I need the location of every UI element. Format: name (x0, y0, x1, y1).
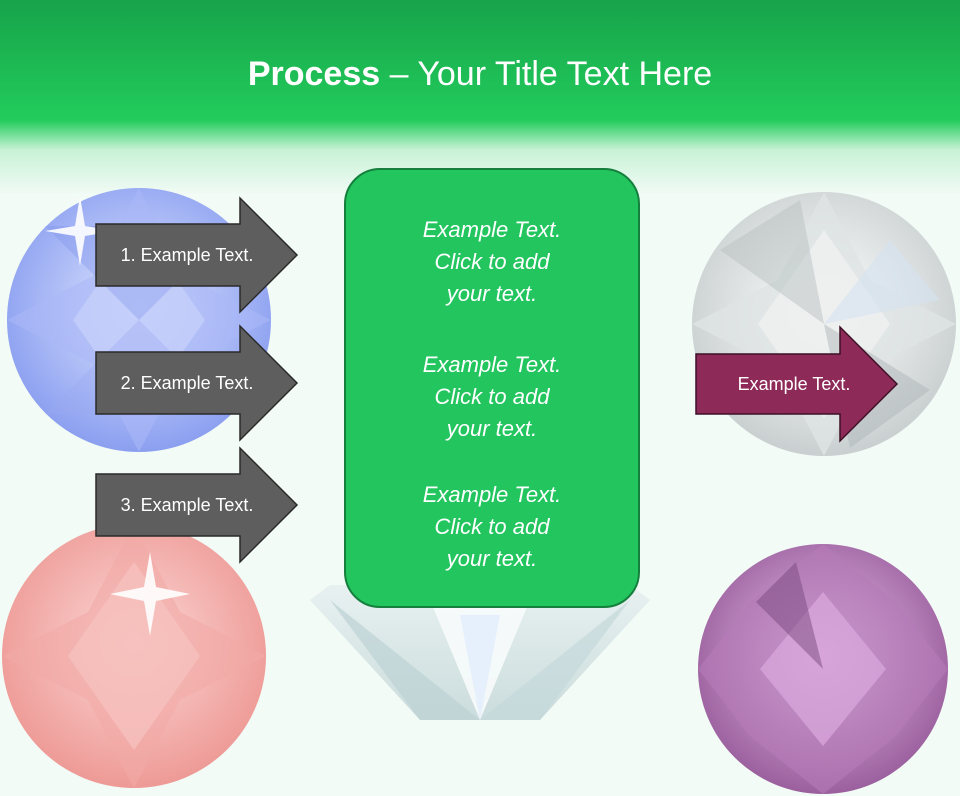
arrow-shape-1 (95, 196, 299, 314)
title-rest: – Your Title Text Here (380, 55, 713, 93)
output-arrow[interactable]: Example Text. (694, 325, 900, 443)
step-arrow-2[interactable]: 2. Example Text. (94, 324, 300, 442)
diamond-pavilion-image (310, 585, 650, 720)
center-paragraph-1[interactable]: Example Text. Click to add your text. (346, 214, 638, 310)
title-bold: Process (247, 55, 381, 93)
title-banner: Process – Your Title Text Here (0, 0, 960, 195)
para-1-line-2: Click to add (434, 249, 550, 274)
para-1-line-3: your text. (446, 281, 538, 306)
center-content-box[interactable]: Example Text. Click to add your text. Ex… (344, 168, 640, 608)
center-paragraph-3[interactable]: Example Text. Click to add your text. (346, 479, 638, 575)
step-label-1: 1. Example Text. (120, 244, 254, 265)
para-2-line-3: your text. (446, 416, 538, 441)
para-3-line-1: Example Text. (422, 482, 562, 507)
step-label-3: 3. Example Text. (120, 494, 254, 515)
arrow-shape-2 (95, 324, 299, 442)
para-2-line-1: Example Text. (422, 352, 562, 377)
arrow-shape-3 (95, 446, 299, 564)
purple-gem-image (698, 544, 948, 794)
para-2-line-2: Click to add (434, 384, 550, 409)
para-3-line-2: Click to add (434, 514, 550, 539)
para-3-line-3: your text. (446, 546, 538, 571)
step-arrow-1[interactable]: 1. Example Text. (94, 196, 300, 314)
output-arrow-shape (695, 325, 899, 443)
output-arrow-label: Example Text. (737, 373, 851, 394)
center-paragraph-2[interactable]: Example Text. Click to add your text. (346, 349, 638, 445)
step-arrow-3[interactable]: 3. Example Text. (94, 446, 300, 564)
slide-title[interactable]: Process – Your Title Text Here (0, 52, 960, 96)
para-1-line-1: Example Text. (422, 217, 562, 242)
step-label-2: 2. Example Text. (120, 372, 254, 393)
